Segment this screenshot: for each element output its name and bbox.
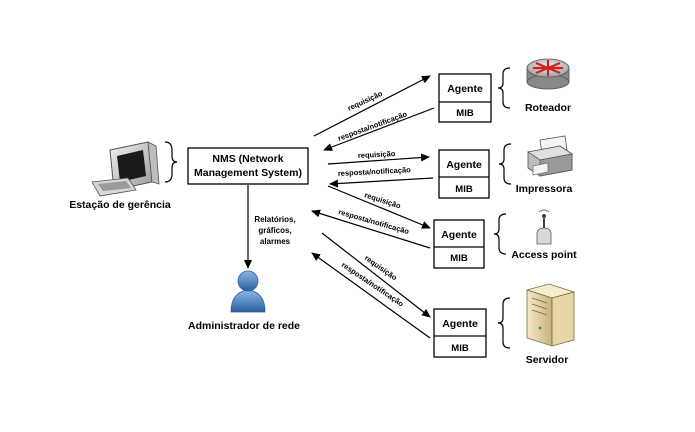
agent-label-ap: Agente	[441, 229, 477, 241]
device-label-ap: Access point	[511, 249, 577, 261]
agent-label-router: Agente	[447, 83, 483, 95]
nms-box	[187, 147, 309, 185]
response-arrow-server	[311, 252, 431, 339]
device-label-printer: Impressora	[516, 183, 573, 195]
response-arrow-printer	[329, 177, 434, 188]
request-arrow-printer	[327, 153, 430, 165]
mib-label-printer: MIB	[455, 184, 473, 195]
response-arrow-router	[323, 107, 435, 151]
request-arrow-server	[321, 232, 431, 318]
request-label-ap: requisição	[363, 190, 402, 210]
workstation-bracket	[164, 141, 178, 183]
workstation-label: Estação de gerência	[69, 199, 171, 211]
admin-label: Administrador de rede	[188, 320, 300, 332]
reports-line1: Relatórios,	[254, 215, 295, 224]
device-label-router: Roteador	[525, 102, 571, 114]
request-label-printer: requisição	[358, 149, 396, 160]
printer-icon	[526, 135, 574, 177]
nms-label-line1: NMS (Network	[212, 153, 283, 165]
agent-box-printer	[438, 149, 490, 199]
agent-box-server	[433, 308, 487, 358]
agent-box-ap	[433, 219, 485, 269]
response-label-ap: resposta/notificação	[337, 207, 410, 236]
mib-label-router: MIB	[456, 108, 474, 119]
response-label-router: resposta/notificação	[337, 109, 409, 143]
response-arrow-ap	[311, 209, 431, 249]
mib-label-ap: MIB	[450, 253, 468, 264]
user-icon	[230, 270, 266, 313]
access-point-icon	[536, 209, 552, 245]
reports-line3: alarmes	[260, 237, 291, 246]
device-label-server: Servidor	[526, 354, 569, 366]
computer-icon	[91, 141, 160, 197]
reports-line2: gráficos,	[258, 226, 291, 235]
agent-label-server: Agente	[442, 318, 478, 330]
agent-label-printer: Agente	[446, 159, 482, 171]
mib-label-server: MIB	[451, 343, 469, 354]
response-label-printer: resposta/notificação	[338, 165, 412, 178]
router-icon	[526, 58, 570, 90]
request-arrow-ap	[327, 185, 431, 229]
agent-box-router	[438, 73, 492, 123]
server-icon	[525, 283, 576, 347]
nms-label-line2: Management System)	[194, 167, 302, 179]
request-arrow-router	[313, 75, 431, 137]
